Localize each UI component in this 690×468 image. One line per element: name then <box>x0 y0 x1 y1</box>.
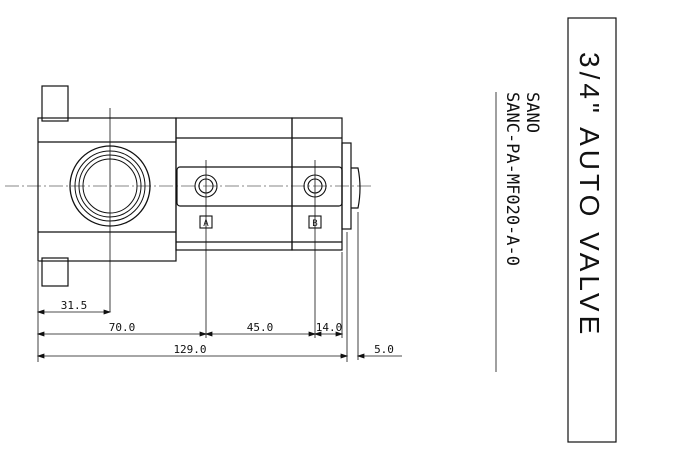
title-box: 3/4" AUTO VALVE <box>567 17 617 443</box>
model-line-1: SANO <box>522 92 542 133</box>
dimension-lines <box>36 309 402 359</box>
dim-31-5: 31.5 <box>61 299 88 312</box>
top-flange <box>41 85 69 122</box>
model-line-2: SANC-PA-MF020-A-0 <box>502 92 522 266</box>
title-text: 3/4" AUTO VALVE <box>574 52 605 338</box>
main-body <box>37 117 177 262</box>
dimension-labels: 31.5 70.0 45.0 14.0 129.0 5.0 <box>61 299 394 356</box>
port-markers: A B <box>199 215 322 229</box>
center-lines <box>5 108 372 338</box>
dim-129: 129.0 <box>173 343 206 356</box>
extension-lines <box>37 212 359 362</box>
dim-70: 70.0 <box>109 321 136 334</box>
dim-14: 14.0 <box>316 321 343 334</box>
dim-45: 45.0 <box>247 321 274 334</box>
mounting-slot <box>176 166 343 207</box>
bottom-flange <box>41 257 69 287</box>
model-label: SANO SANC-PA-MF020-A-0 <box>495 92 542 372</box>
dim-5: 5.0 <box>374 343 394 356</box>
